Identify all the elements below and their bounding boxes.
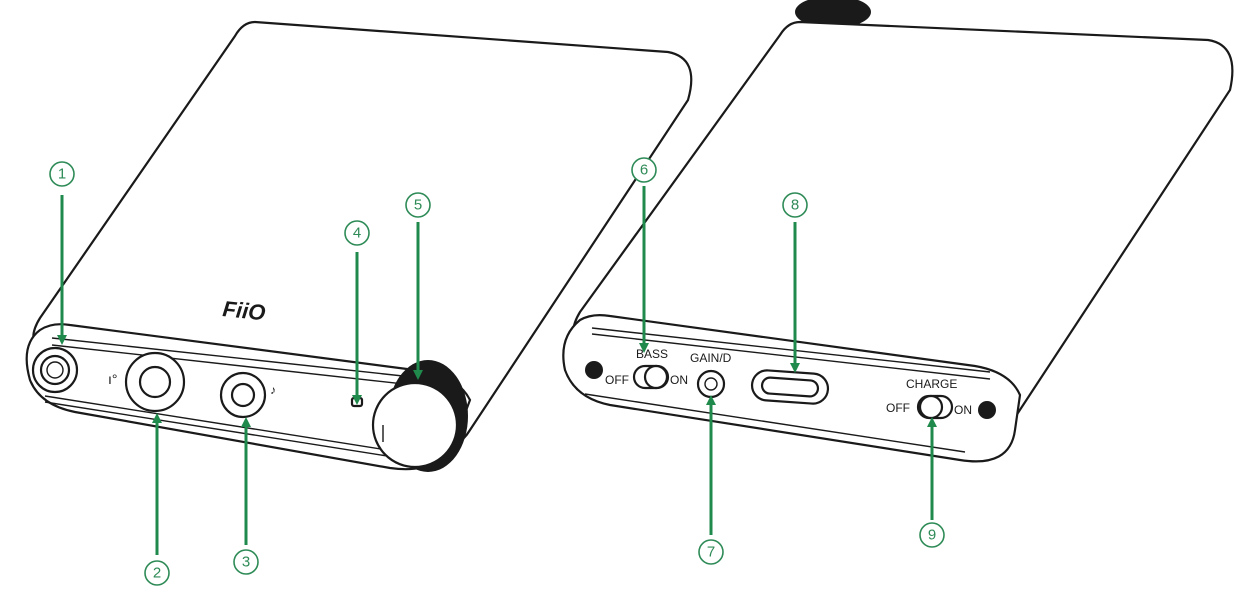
- gain-button[interactable]: [696, 369, 726, 399]
- callout-2: 2: [144, 560, 170, 586]
- callout-4: 4: [344, 220, 370, 246]
- svg-text:6: 6: [640, 162, 648, 179]
- bass-switch[interactable]: [632, 364, 670, 390]
- bass-label: BASS: [636, 347, 668, 361]
- svg-text:9: 9: [928, 527, 936, 544]
- charge-on-label: ON: [954, 403, 972, 417]
- svg-text:8: 8: [791, 197, 799, 214]
- svg-text:3: 3: [242, 554, 250, 571]
- callout-arrows: [57, 186, 937, 555]
- front-device: FiiO ı° ♪: [25, 20, 693, 472]
- bass-off-label: OFF: [605, 373, 629, 387]
- brand-logo: FiiO: [221, 296, 266, 325]
- charge-switch[interactable]: [916, 394, 954, 420]
- bass-on-label: ON: [670, 373, 688, 387]
- callout-1: 1: [49, 161, 75, 187]
- svg-text:2: 2: [153, 565, 161, 582]
- volume-knob[interactable]: [371, 360, 468, 472]
- callout-6: 6: [631, 157, 657, 183]
- usb-c-port[interactable]: [750, 369, 830, 405]
- line-jack[interactable]: [219, 371, 267, 419]
- rear-device: BASS OFF ON GAIN/D CHARGE OFF ON: [562, 0, 1234, 463]
- svg-text:7: 7: [707, 544, 715, 561]
- headphone-icon-mark: ı°: [108, 371, 118, 387]
- svg-text:1: 1: [58, 166, 66, 183]
- charge-label: CHARGE: [906, 377, 957, 391]
- gain-label: GAIN/D: [690, 351, 732, 365]
- rear-screw-right: [978, 401, 996, 419]
- callout-labels: 1 2 3 4 5 6 7 8 9: [49, 157, 945, 586]
- balanced-output-jack[interactable]: [31, 346, 79, 394]
- callout-3: 3: [233, 549, 259, 575]
- charge-off-label: OFF: [886, 401, 910, 415]
- headphone-output-jack[interactable]: [124, 351, 186, 413]
- callout-5: 5: [405, 192, 431, 218]
- rear-knob-peek: [795, 0, 871, 28]
- rear-screw-left: [585, 361, 603, 379]
- callout-7: 7: [698, 539, 724, 565]
- callout-9: 9: [919, 522, 945, 548]
- svg-text:5: 5: [414, 197, 422, 214]
- mic-icon-mark: ♪: [270, 383, 276, 397]
- svg-text:4: 4: [353, 225, 361, 242]
- callout-8: 8: [782, 192, 808, 218]
